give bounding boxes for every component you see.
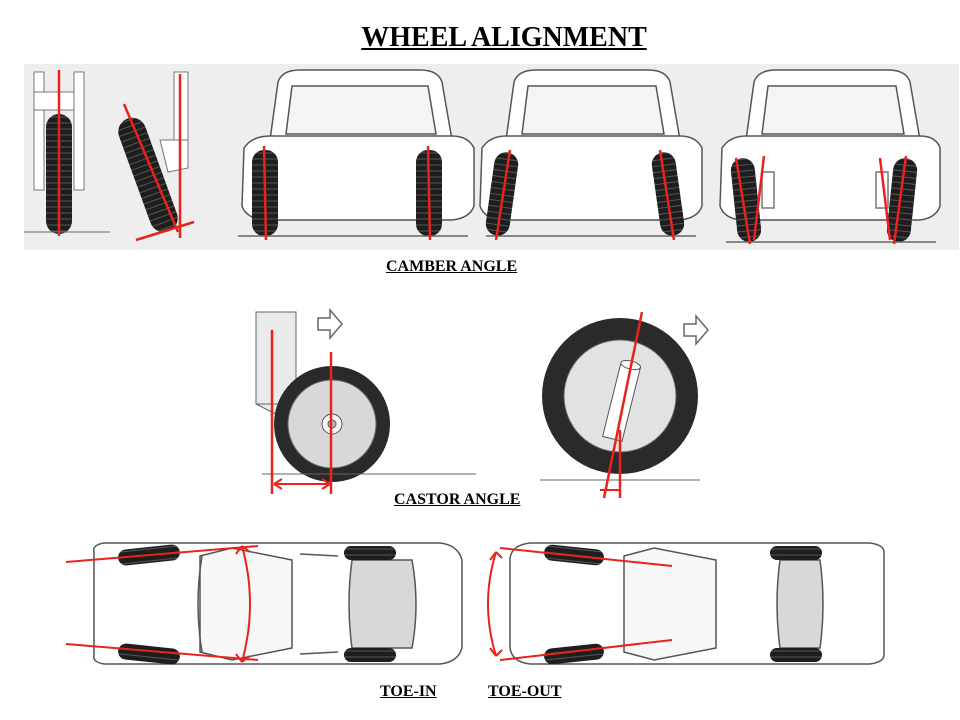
toe-out-label: TOE-OUT <box>488 683 562 700</box>
camber-angle-label: CAMBER ANGLE <box>386 258 518 275</box>
car-top-view-toe-in <box>92 542 463 665</box>
toe-panel <box>65 542 885 665</box>
camber-angle-line <box>122 103 180 233</box>
car-top-view-toe-out <box>509 542 885 665</box>
castor-side-view <box>255 307 476 494</box>
camber-panel <box>24 64 959 250</box>
page-title: WHEEL ALIGNMENT <box>361 22 647 53</box>
castor-panel <box>255 307 709 499</box>
direction-arrow-icon <box>317 307 343 341</box>
direction-arrow-icon <box>683 313 709 347</box>
castor-front-view <box>540 311 709 499</box>
castor-angle-label: CASTOR ANGLE <box>394 491 521 508</box>
castor-angle-line <box>602 311 644 499</box>
single-wheel-tilted <box>118 71 195 242</box>
single-wheel-vertical <box>24 70 110 236</box>
toe-in-label: TOE-IN <box>380 683 437 700</box>
car-rear-zero-camber <box>238 69 475 237</box>
